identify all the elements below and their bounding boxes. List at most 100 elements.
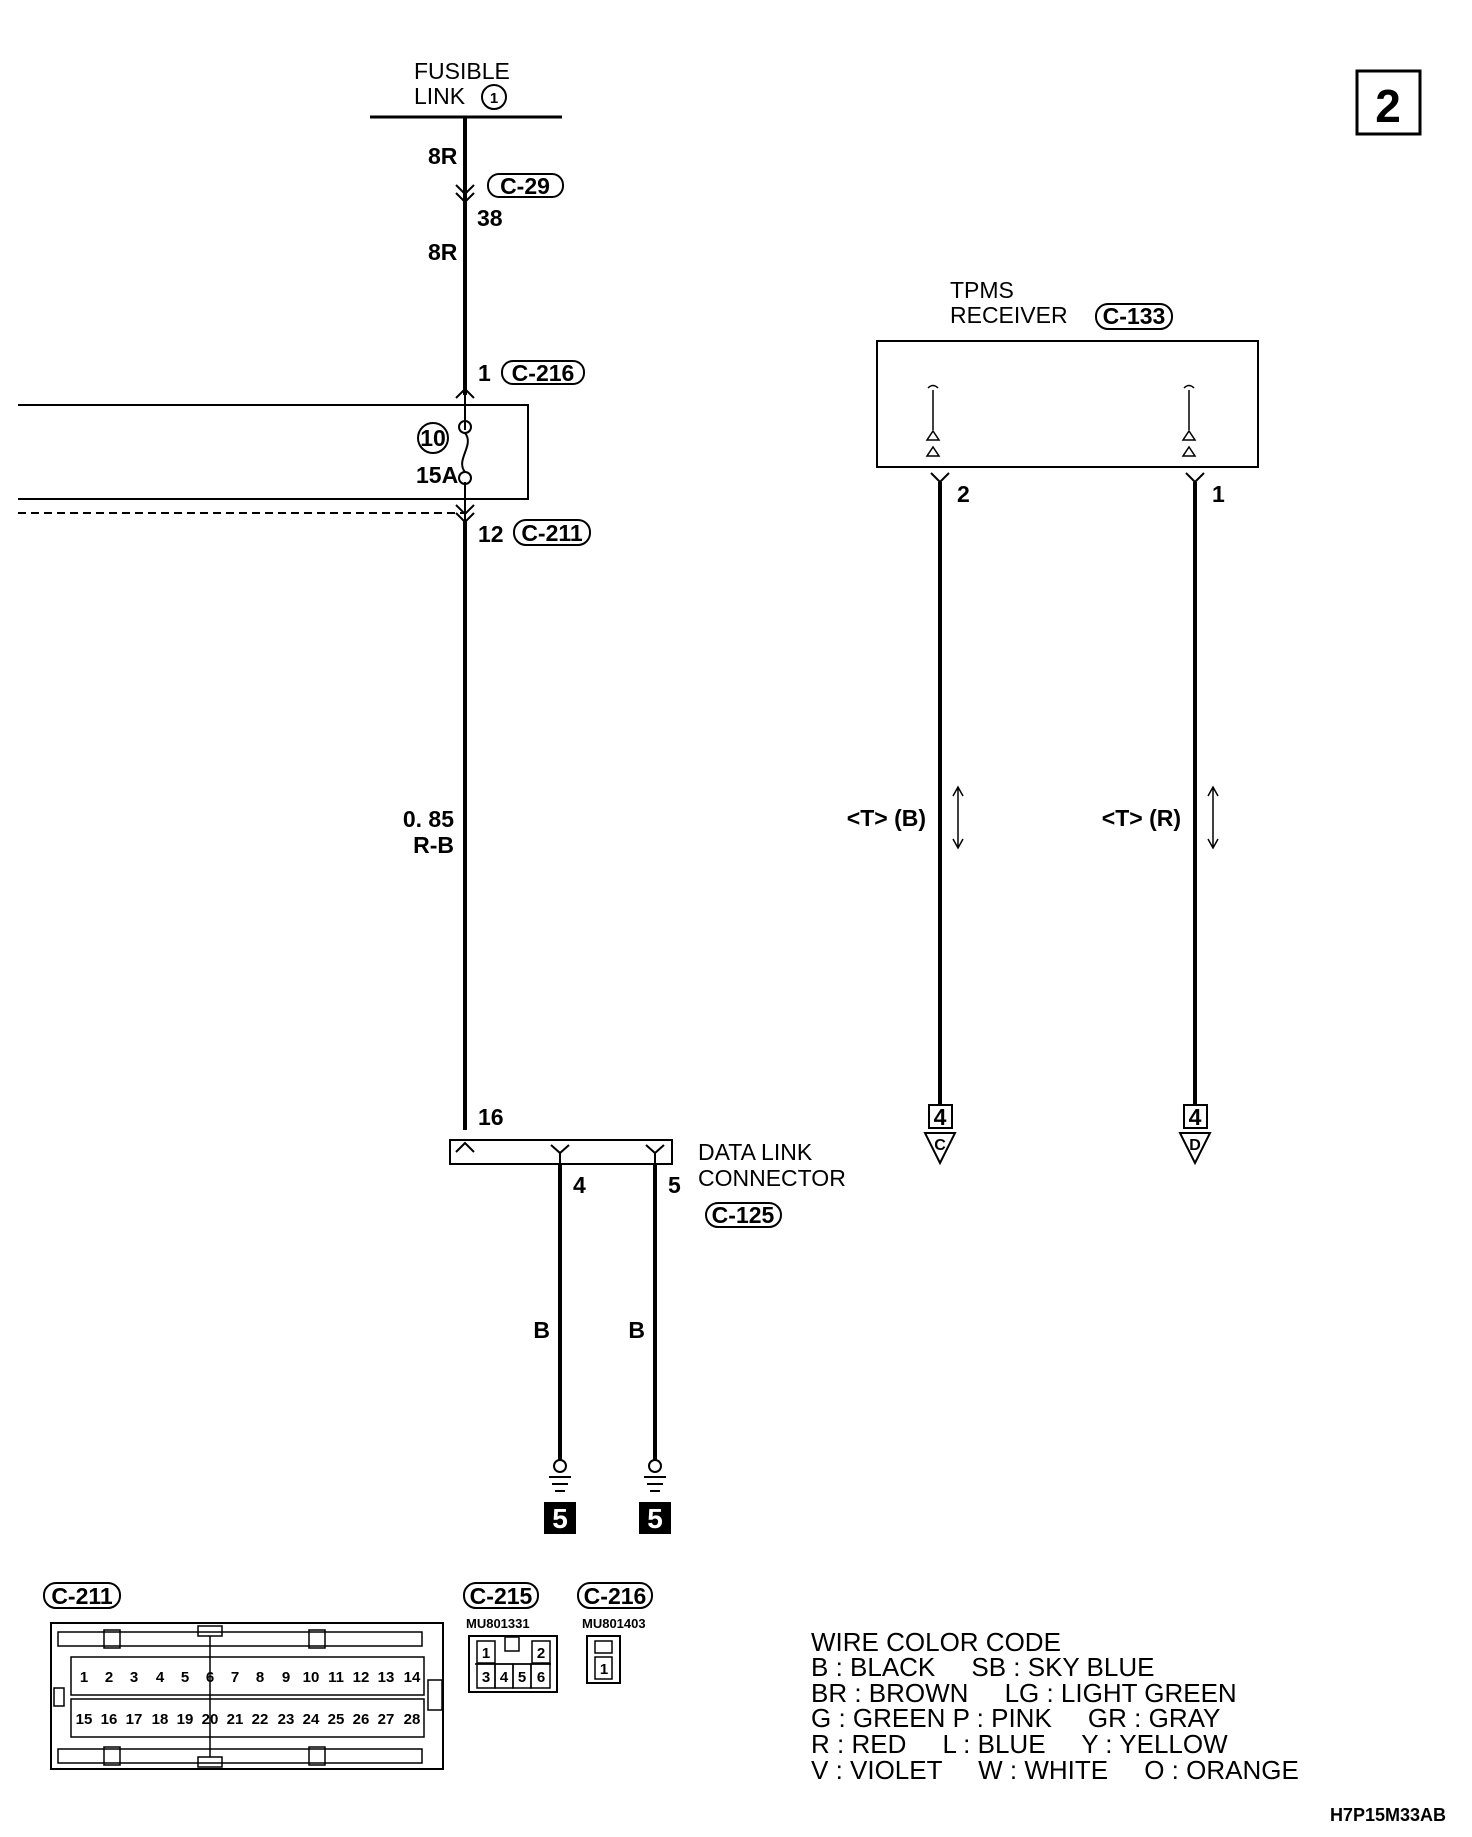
c211-connector-name: C-211 — [521, 520, 583, 546]
c29-connector-name: C-29 — [500, 173, 550, 199]
c215-view-name: C-215 — [470, 1583, 533, 1609]
ref-left-arrow — [923, 1132, 957, 1166]
fuse-number-circle — [417, 422, 449, 454]
fusible-link-number-circle — [481, 84, 507, 110]
c211-pin-4: 4 — [156, 1669, 165, 1686]
fuse-element — [461, 432, 469, 473]
tpms-label-1: TPMS — [950, 277, 1014, 303]
c211-pin-17: 17 — [126, 1711, 143, 1728]
c211-pin-5: 5 — [181, 1669, 189, 1686]
figure-code: H7P15M33AB — [1330, 1805, 1446, 1825]
dlc-pin-4-mark — [550, 1144, 570, 1164]
c216-connector-mark — [455, 387, 475, 399]
c215-pin-6: 6 — [537, 1669, 545, 1686]
ground-b-terminal — [648, 1459, 662, 1473]
tpms-terminal-left-icon — [925, 384, 941, 457]
c215-view-tag — [463, 1582, 539, 1609]
c215-pin-3: 3 — [482, 1669, 490, 1686]
c216-pin: 1 — [478, 360, 491, 386]
c211-connector-tag — [513, 519, 591, 546]
color-code-line-2: BR : BROWN LG : LIGHT GREEN — [811, 1678, 1237, 1708]
c211-pin-13: 13 — [378, 1669, 395, 1686]
c216-view-tag — [577, 1582, 653, 1609]
ref-left-letter: C — [934, 1137, 946, 1154]
ground-b-number: 5 — [647, 1503, 663, 1534]
c216-connector-view: C-216 MU801403 1 — [577, 1582, 653, 1684]
ground-wire-a-color: B — [533, 1317, 550, 1343]
color-code-line-4: R : RED L : BLUE Y : YELLOW — [811, 1729, 1228, 1759]
c211-pin-19: 19 — [177, 1711, 194, 1728]
c211-pin-7: 7 — [231, 1669, 239, 1686]
ground-b-icon — [644, 1476, 666, 1492]
c29-pin: 38 — [477, 205, 503, 231]
color-code-title: WIRE COLOR CODE — [811, 1627, 1061, 1657]
c215-view-housing — [468, 1635, 558, 1693]
c211-pin-2: 2 — [105, 1669, 113, 1686]
ground-a-badge — [544, 1502, 576, 1534]
c211-pin-14: 14 — [404, 1669, 421, 1686]
c215-pin-5: 5 — [518, 1669, 526, 1686]
c211-pin-25: 25 — [328, 1711, 345, 1728]
c29-connector-mark — [455, 184, 475, 204]
dlc-pin-16-mark — [455, 1141, 475, 1153]
tpms-pin-left: 2 — [957, 481, 970, 507]
c216-view-name: C-216 — [584, 1583, 647, 1609]
c216-connector-name: C-216 — [512, 360, 575, 386]
ground-a-number: 5 — [552, 1503, 568, 1534]
c215-pin-2: 2 — [537, 1645, 545, 1662]
c211-connector-mark — [455, 504, 475, 524]
page-number-box — [1355, 69, 1422, 136]
ref-right-arrow — [1178, 1132, 1212, 1166]
c211-pin-16: 16 — [101, 1711, 118, 1728]
tpms-wire-left-color: <T> (B) — [847, 805, 926, 831]
fuse-box-outline — [18, 404, 529, 500]
c211-pin-23: 23 — [278, 1711, 295, 1728]
c211-pin-8: 8 — [256, 1669, 264, 1686]
c211-connector-view: C-211 1 2 3 4 5 6 7 8 9 10 11 12 13 14 1… — [43, 1582, 444, 1770]
c211-pin-27: 27 — [378, 1711, 395, 1728]
c211-pin-20: 20 — [202, 1711, 219, 1728]
color-code-line-5: V : VIOLET W : WHITE O : ORANGE — [811, 1755, 1299, 1785]
c211-pin-10: 10 — [303, 1669, 320, 1686]
ref-right-number: 4 — [1189, 1104, 1202, 1130]
ref-left-box — [928, 1104, 953, 1129]
ground-a-icon — [549, 1476, 571, 1492]
ground-b-badge — [639, 1502, 671, 1534]
tpms-wire-right-color: <T> (R) — [1102, 805, 1181, 831]
c211-view-name: C-211 — [51, 1583, 113, 1609]
c29-connector-tag — [487, 173, 564, 198]
ground-a-terminal — [553, 1459, 567, 1473]
color-code-line-3: G : GREEN P : PINK GR : GRAY — [811, 1703, 1220, 1733]
c216-part-number: MU801403 — [582, 1616, 646, 1631]
tpms-connector-tag — [1095, 303, 1173, 330]
wire-code-mid: 8R — [428, 239, 458, 265]
c211-pin-24: 24 — [303, 1711, 320, 1728]
c211-pin-1: 1 — [80, 1669, 88, 1686]
dlc-connector-name: C-125 — [712, 1202, 775, 1228]
c215-part-number: MU801331 — [466, 1616, 530, 1631]
page-number: 2 — [1375, 80, 1401, 132]
wire-code-top: 8R — [428, 143, 458, 169]
ref-right-letter: D — [1189, 1137, 1201, 1154]
tpms-pin-2-mark — [930, 472, 950, 484]
c211-pin-12: 12 — [353, 1669, 370, 1686]
tpms-signal-arrow-right — [1207, 785, 1219, 850]
tpms-signal-arrow-left — [952, 785, 964, 850]
tpms-receiver-body — [876, 340, 1259, 468]
c211-pin-18: 18 — [152, 1711, 169, 1728]
c211-pin-9: 9 — [282, 1669, 290, 1686]
c211-pin-21: 21 — [227, 1711, 244, 1728]
ref-right-box — [1183, 1104, 1208, 1129]
c211-view-tag — [43, 1582, 121, 1609]
c211-pin-3: 3 — [130, 1669, 138, 1686]
fuse-rating: 15A — [416, 462, 458, 488]
fusible-link-label-2: LINK — [414, 83, 466, 109]
fuse-number: 10 — [420, 425, 446, 451]
c211-pin: 12 — [478, 521, 504, 547]
ground-wire-b-color: B — [628, 1317, 645, 1343]
dlc-connector-tag — [705, 1202, 782, 1228]
c211-pin-28: 28 — [404, 1711, 421, 1728]
c211-pin-11: 11 — [328, 1669, 344, 1686]
c211-pin-26: 26 — [353, 1711, 370, 1728]
dlc-label-2: CONNECTOR — [698, 1165, 846, 1191]
